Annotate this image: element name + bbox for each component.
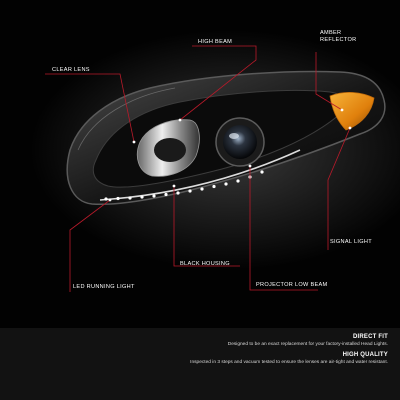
callout-clear-lens: CLEAR LENS (52, 67, 90, 73)
projector-lens (223, 125, 257, 159)
callout-high-beam: HIGH BEAM (198, 39, 233, 45)
direct-fit-text: Designed to be an exact replacement for … (227, 342, 388, 347)
lens-edge-highlight (77, 87, 176, 151)
feature-footer: DIRECT FIT Designed to be an exact repla… (0, 328, 400, 400)
direct-fit-title: DIRECT FIT (353, 334, 388, 340)
high-quality-text: Inspected in 3 steps and vacuum tested t… (190, 360, 388, 365)
callout-amber-reflector: AMBER REFLECTOR (320, 30, 357, 43)
led-dots (104, 170, 264, 201)
callout-dots (108, 108, 352, 202)
callout-signal-light: SIGNAL LIGHT (330, 239, 372, 245)
callout-led-running-light: LED RUNNING LIGHT (73, 284, 135, 290)
led-strip (99, 149, 301, 201)
callout-black-housing: BLACK HOUSING (180, 261, 230, 267)
callout-lines (45, 45, 351, 292)
high-quality-title: HIGH QUALITY (342, 352, 388, 358)
projector-highlight (229, 133, 239, 139)
amber-reflector (329, 92, 375, 131)
callout-projector-low-beam: PROJECTOR LOW BEAM (256, 282, 328, 288)
high-beam-bulb-socket (154, 138, 186, 162)
